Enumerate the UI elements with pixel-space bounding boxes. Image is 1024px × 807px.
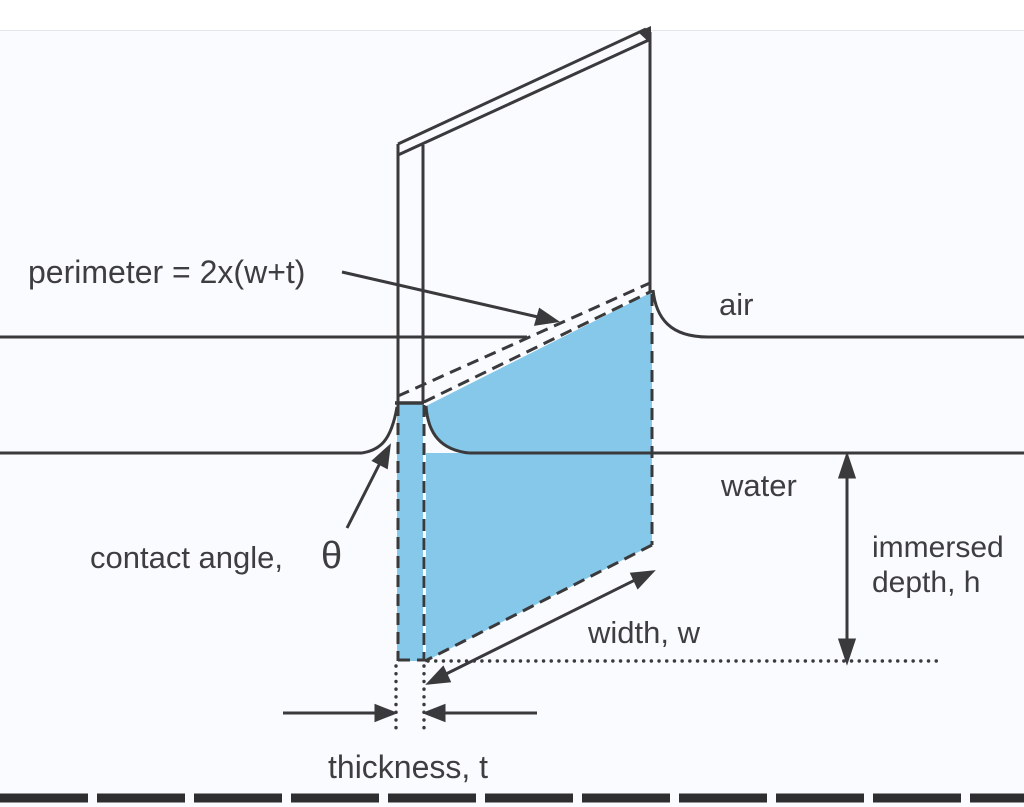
immersed-depth-arrowhead-bottom — [837, 638, 857, 666]
submerged-plate-fill — [397, 292, 652, 661]
thickness-arrowhead-left — [374, 703, 399, 723]
label-thickness: thickness, t — [328, 749, 489, 785]
air-line-right-meniscus — [651, 289, 1024, 339]
contact-angle-arrowhead — [371, 443, 391, 470]
thickness-arrowhead-right — [421, 703, 446, 723]
label-immersed-depth: immersed depth, h — [872, 530, 1004, 600]
label-contact-angle: contact angle, — [90, 540, 284, 575]
contact-angle-pointer-line — [345, 462, 382, 529]
label-theta: θ — [321, 535, 343, 577]
submerged-front-face-fill — [426, 292, 652, 661]
perimeter-pointer-line — [341, 270, 539, 319]
perimeter-contact-line-front — [423, 289, 653, 404]
submerged-left-edge-fill — [397, 404, 423, 661]
plate-top-back-edge — [397, 27, 647, 146]
plate-top-right-corner — [638, 26, 651, 44]
label-immersed-depth-line2: depth, h — [872, 566, 981, 599]
label-immersed-depth-line1: immersed — [872, 531, 1004, 564]
meniscus-left — [361, 406, 399, 455]
width-arrow-line — [443, 577, 638, 677]
perimeter-contact-line-back — [397, 281, 651, 398]
dotted-guides — [394, 659, 945, 733]
label-width: width, w — [588, 615, 700, 650]
plate-top-front-edge — [397, 37, 652, 157]
surface-lines — [0, 289, 1024, 455]
immersed-depth-arrowhead-top — [837, 451, 857, 479]
plate-outline — [396, 26, 652, 404]
arrows — [283, 270, 857, 723]
meniscus-inner — [424, 405, 470, 455]
dashed-edges — [396, 281, 654, 663]
width-arrowhead-lower — [425, 665, 452, 685]
perimeter-arrowhead — [533, 307, 560, 326]
plate-bottom-edge — [424, 543, 653, 663]
label-air: air — [719, 287, 754, 322]
width-arrowhead-upper — [629, 570, 656, 590]
label-perimeter: perimeter = 2x(w+t) — [28, 254, 306, 290]
label-water: water — [721, 468, 797, 503]
